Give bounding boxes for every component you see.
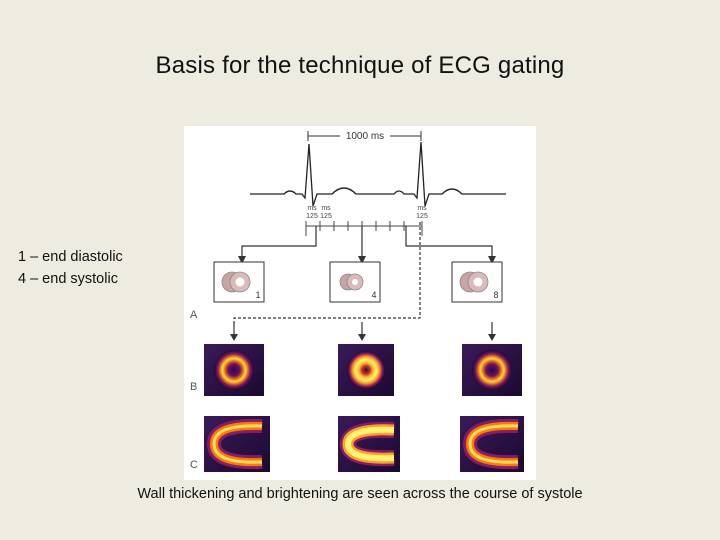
row-label-c: C bbox=[190, 459, 198, 471]
ms-label-1-top: ms bbox=[307, 205, 317, 212]
short-axis-image-4 bbox=[338, 344, 394, 396]
ms-label-2-bottom: 125 bbox=[320, 213, 332, 220]
ms-label-2-top: ms bbox=[321, 205, 331, 212]
side-notes: 1 – end diastolic 4 – end systolic bbox=[18, 246, 123, 290]
frame-number-4: 4 bbox=[371, 290, 376, 300]
long-axis-image-8 bbox=[460, 416, 524, 472]
long-axis-image-1 bbox=[204, 416, 270, 472]
frame-4: 4 bbox=[329, 261, 381, 303]
row-label-a: A bbox=[190, 309, 198, 321]
figure-caption: Wall thickening and brightening are seen… bbox=[137, 486, 583, 502]
frame-8: 8 bbox=[451, 261, 503, 303]
row-label-b: B bbox=[190, 381, 197, 393]
ms-labels: ms 125 ms 125 ms 125 bbox=[306, 205, 428, 220]
routing-arrows bbox=[241, 226, 493, 258]
note-end-diastolic: 1 – end diastolic bbox=[18, 249, 123, 265]
ecg-trace bbox=[250, 141, 506, 207]
frame-number-1: 1 bbox=[255, 290, 260, 300]
frame-1: 1 bbox=[213, 261, 265, 303]
long-axis-image-4 bbox=[338, 416, 400, 472]
arrowheads bbox=[238, 256, 496, 264]
short-axis-image-1 bbox=[204, 344, 264, 396]
note-end-systolic: 4 – end systolic bbox=[18, 271, 118, 287]
ms-label-1-bottom: 125 bbox=[306, 213, 318, 220]
interval-bracket: 1000 ms bbox=[307, 128, 422, 142]
interval-tick-bar bbox=[305, 221, 423, 236]
ecg-gating-figure: 1000 ms ms 125 ms 125 ms 125 bbox=[184, 126, 536, 480]
interval-label: 1000 ms bbox=[346, 131, 384, 142]
ms-label-3-top: ms bbox=[417, 205, 427, 212]
slide-title: Basis for the technique of ECG gating bbox=[155, 52, 565, 79]
short-axis-image-8 bbox=[462, 344, 522, 396]
frame-number-8: 8 bbox=[493, 290, 498, 300]
arrows-a-to-b bbox=[233, 322, 493, 336]
ms-label-3-bottom: 125 bbox=[416, 213, 428, 220]
